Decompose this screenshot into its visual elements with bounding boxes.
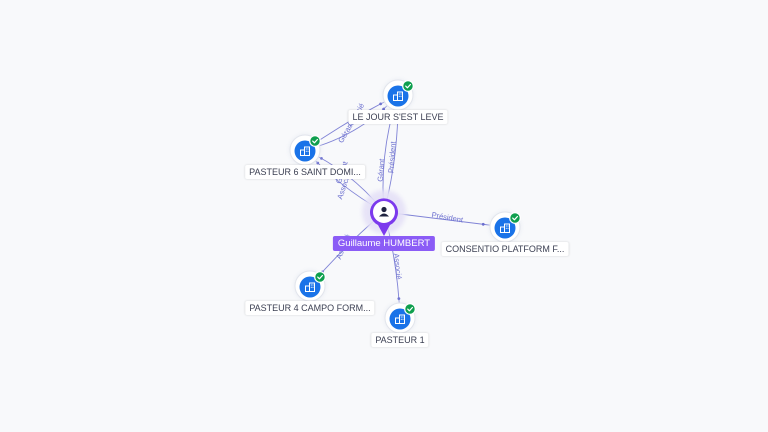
edge-arrow: [397, 297, 401, 301]
company-node-jour[interactable]: [382, 79, 414, 111]
building-icon: [300, 146, 310, 156]
company-label-consentio[interactable]: CONSENTIO PLATFORM F...: [441, 242, 569, 256]
building-icon: [305, 282, 315, 292]
person-name-label[interactable]: Guillaume HUMBERT: [332, 236, 436, 251]
company-node-saint[interactable]: [289, 134, 321, 166]
check-icon: [309, 135, 321, 147]
edge-label: Associé: [392, 253, 404, 280]
check-icon: [404, 303, 416, 315]
edge-arrow: [382, 107, 386, 111]
company-label-p1[interactable]: PASTEUR 1: [371, 333, 429, 347]
check-icon: [314, 271, 326, 283]
edge-arrow: [481, 222, 485, 226]
edge-label: Président: [431, 210, 465, 225]
edge-label: Président: [386, 140, 397, 173]
company-node-p1[interactable]: [384, 302, 416, 334]
edge-arrow: [379, 102, 383, 106]
company-label-saint[interactable]: PASTEUR 6 SAINT DOMI...: [245, 165, 365, 179]
building-icon: [395, 314, 405, 324]
nodes-layer: [289, 79, 521, 334]
building-icon: [393, 91, 403, 101]
edge-arrow: [316, 161, 320, 165]
company-label-jour[interactable]: LE JOUR S'EST LEVE: [348, 110, 448, 124]
company-label-campo[interactable]: PASTEUR 4 CAMPO FORM...: [245, 301, 375, 315]
check-icon: [402, 80, 414, 92]
person-icon: [379, 206, 389, 217]
building-icon: [500, 223, 510, 233]
person-node[interactable]: [362, 190, 406, 236]
company-node-campo[interactable]: [294, 270, 326, 302]
edge-arrow: [320, 156, 323, 160]
check-icon: [509, 212, 521, 224]
company-node-consentio[interactable]: [489, 211, 521, 243]
edge-label: Gérant: [376, 158, 387, 182]
